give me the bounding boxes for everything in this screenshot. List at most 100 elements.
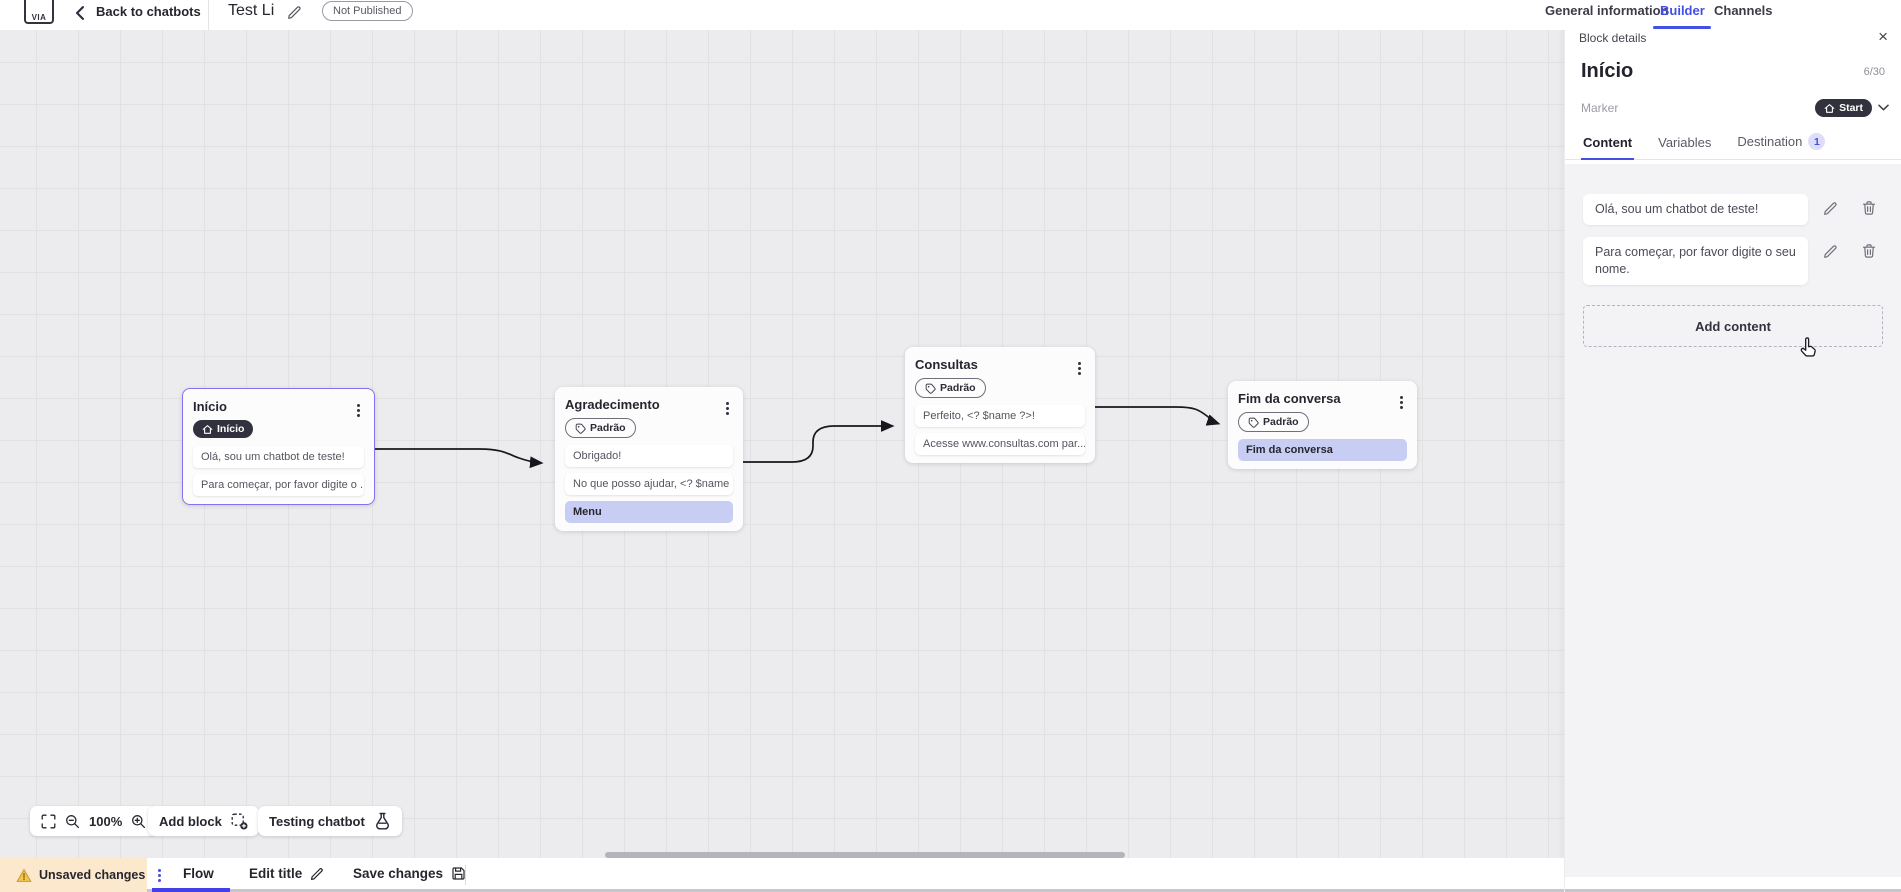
node-choice-menu[interactable]: Menu	[565, 500, 733, 523]
zoom-toolbar: 100%	[30, 806, 158, 836]
node-menu-icon[interactable]	[1078, 366, 1081, 370]
content-item-row: Olá, sou um chatbot de teste!	[1583, 194, 1883, 225]
tab-flow[interactable]: Flow	[183, 866, 214, 881]
node-menu-icon[interactable]	[357, 408, 360, 412]
node-title: Agradecimento	[565, 396, 660, 412]
flow-tab-underline	[152, 888, 230, 892]
node-message[interactable]: Para começar, por favor digite o ...	[193, 473, 364, 496]
padrao-tag-badge: Padrão	[565, 418, 636, 438]
active-tab-underline	[1653, 26, 1711, 29]
panel-header: Block details ×	[1565, 24, 1901, 52]
flow-connections	[375, 406, 1221, 469]
node-message[interactable]: No que posso ajudar, <? $name ...	[565, 472, 733, 495]
topbar-divider	[208, 0, 209, 30]
node-message[interactable]: Acesse www.consultas.com par...	[915, 432, 1085, 455]
zoom-in-icon[interactable]	[131, 814, 146, 829]
flow-node-fim-da-conversa[interactable]: Fim da conversa Padrão Fim da conversa	[1228, 381, 1417, 469]
block-details-panel: Block details × Início 6/30 Marker Start…	[1564, 24, 1901, 892]
edit-title-button[interactable]: Edit title	[249, 866, 325, 881]
testing-chatbot-button[interactable]: Testing chatbot	[258, 806, 402, 836]
block-name-row: Início 6/30	[1565, 52, 1901, 83]
add-content-button[interactable]: Add content	[1583, 305, 1883, 347]
panel-bottom-scrollbar	[1565, 889, 1901, 892]
edit-message-icon[interactable]	[1823, 200, 1839, 216]
tab-channels[interactable]: Channels	[1714, 3, 1773, 18]
connection-consultas-fim	[1095, 406, 1221, 426]
flow-node-agradecimento[interactable]: Agradecimento Padrão Obrigado! No que po…	[555, 387, 743, 531]
chatbot-title: Test Li	[228, 2, 275, 19]
panel-tabs: Content Variables Destination 1	[1565, 131, 1901, 160]
status-badge: Not Published	[322, 1, 413, 21]
add-block-icon	[231, 813, 248, 830]
tag-icon	[575, 423, 586, 434]
chevron-down-icon	[1878, 104, 1889, 111]
zoom-level: 100%	[89, 813, 123, 829]
save-icon	[452, 867, 465, 880]
edit-title-label: Edit title	[249, 866, 303, 881]
tag-icon	[1248, 417, 1259, 428]
node-message[interactable]: Obrigado!	[565, 444, 733, 467]
back-to-chatbots-link[interactable]: Back to chatbots	[96, 4, 201, 19]
top-bar: VIA Back to chatbots Test Li Not Publish…	[0, 0, 1901, 30]
edit-message-icon[interactable]	[1823, 243, 1839, 259]
canvas-horizontal-scrollbar[interactable]	[605, 852, 1125, 858]
marker-row: Marker Start	[1565, 83, 1901, 117]
connection-agradecimento-consultas	[743, 420, 895, 463]
tab-general-information[interactable]: General information	[1545, 3, 1669, 18]
delete-message-icon[interactable]	[1861, 200, 1877, 216]
warning-icon	[16, 868, 32, 882]
flow-node-consultas[interactable]: Consultas Padrão Perfeito, <? $name ?>! …	[905, 347, 1095, 463]
delete-message-icon[interactable]	[1861, 243, 1877, 259]
flow-node-inicio[interactable]: Início Início Olá, sou um chatbot de tes…	[182, 388, 375, 505]
message-text-input[interactable]: Para começar, por favor digite o seu nom…	[1583, 237, 1808, 285]
padrao-tag-badge: Padrão	[1238, 412, 1309, 432]
block-name-input[interactable]: Início	[1581, 60, 1634, 82]
content-item-row: Para começar, por favor digite o seu nom…	[1583, 237, 1883, 285]
node-message[interactable]: Olá, sou um chatbot de teste!	[193, 445, 364, 468]
marker-select[interactable]: Start	[1815, 99, 1889, 117]
unsaved-changes-label: Unsaved changes	[39, 868, 146, 882]
save-changes-label: Save changes	[353, 866, 444, 881]
flow-canvas[interactable]: Início Início Olá, sou um chatbot de tes…	[0, 30, 1564, 858]
connection-inicio-agradecimento	[375, 448, 544, 469]
node-end-item[interactable]: Fim da conversa	[1238, 438, 1407, 461]
bottom-bar: Unsaved changes Flow Edit title Save cha…	[0, 858, 1564, 892]
tag-icon	[925, 383, 936, 394]
edit-title-pencil-icon[interactable]	[287, 4, 303, 20]
add-block-button[interactable]: Add block	[148, 806, 259, 836]
flask-icon	[374, 812, 391, 830]
panel-header-title: Block details	[1579, 31, 1647, 45]
start-marker-badge: Start	[1815, 99, 1872, 117]
node-title: Início	[193, 398, 227, 414]
bottom-tab-track	[147, 889, 1564, 892]
tab-variables[interactable]: Variables	[1658, 135, 1712, 150]
bottombar-menu-icon[interactable]	[155, 866, 167, 886]
add-block-label: Add block	[159, 813, 222, 829]
close-icon[interactable]: ×	[1878, 27, 1888, 46]
node-title: Consultas	[915, 356, 978, 372]
mouse-cursor-pointer	[1798, 336, 1818, 358]
app-logo-icon[interactable]: VIA	[24, 0, 54, 24]
home-icon	[1824, 103, 1835, 113]
content-tab-panel: Olá, sou um chatbot de teste! Para começ…	[1565, 164, 1901, 877]
testing-chatbot-label: Testing chatbot	[269, 813, 365, 829]
unsaved-changes-indicator: Unsaved changes	[0, 858, 147, 892]
node-title: Fim da conversa	[1238, 390, 1341, 406]
start-marker-badge: Início	[193, 420, 254, 438]
char-counter: 6/30	[1863, 66, 1885, 78]
back-chevron-icon[interactable]	[74, 6, 86, 20]
tab-destination[interactable]: Destination 1	[1737, 133, 1826, 159]
save-changes-button[interactable]: Save changes	[353, 866, 466, 881]
bottombar-divider	[465, 865, 466, 885]
marker-label: Marker	[1581, 101, 1619, 115]
node-menu-icon[interactable]	[1400, 400, 1403, 404]
destination-count-badge: 1	[1808, 133, 1826, 150]
pencil-icon	[311, 868, 324, 881]
node-message[interactable]: Perfeito, <? $name ?>!	[915, 404, 1085, 427]
node-menu-icon[interactable]	[726, 406, 729, 410]
fit-view-icon[interactable]	[41, 814, 56, 829]
tab-builder[interactable]: Builder	[1660, 3, 1705, 18]
message-text-input[interactable]: Olá, sou um chatbot de teste!	[1583, 194, 1808, 225]
tab-content[interactable]: Content	[1580, 135, 1635, 160]
zoom-out-icon[interactable]	[65, 814, 80, 829]
